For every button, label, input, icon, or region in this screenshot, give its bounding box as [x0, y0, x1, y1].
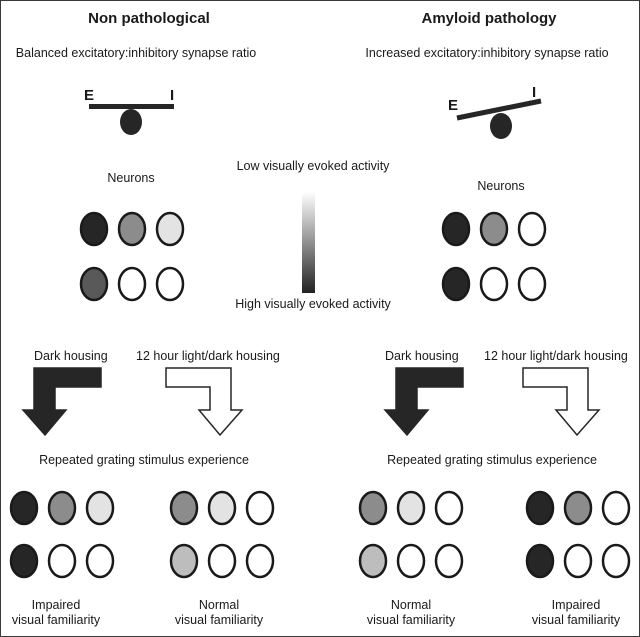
- left-neuron: [79, 266, 109, 302]
- right-dark-housing-label: Dark housing: [385, 349, 459, 363]
- left-outcome-b-neuron: [169, 490, 199, 526]
- left-outcome-b-line1: Normal: [198, 598, 240, 612]
- right-outcome-b-line1: Impaired: [551, 598, 601, 612]
- left-neurons-label: Neurons: [107, 171, 155, 185]
- left-neuron: [117, 266, 147, 302]
- left-panel-title: Non pathological: [88, 10, 210, 27]
- right-outcome-a-grid: [358, 490, 464, 579]
- left-dark-housing-label: Dark housing: [34, 349, 108, 363]
- right-outcome-a-line1: Normal: [390, 598, 432, 612]
- right-outcome-b-neuron: [525, 543, 555, 579]
- left-outcome-a-neuron: [47, 490, 77, 526]
- left-light-housing-label: 12 hour light/dark housing: [136, 349, 280, 363]
- left-outcome-b-neuron: [245, 490, 275, 526]
- right-outcome-b-neuron: [525, 490, 555, 526]
- right-outcome-a-neuron: [434, 490, 464, 526]
- right-panel-subtitle: Increased excitatory:inhibitory synapse …: [365, 46, 609, 60]
- right-outcome-a-neuron: [396, 543, 426, 579]
- left-outcome-b-neuron: [207, 490, 237, 526]
- left-outcome-a-grid: [9, 490, 115, 579]
- right-balance-e-label: E: [448, 97, 459, 114]
- left-balance-i-label: I: [170, 87, 175, 104]
- left-outcome-a-line2: visual familiarity: [11, 613, 101, 627]
- right-neuron: [517, 266, 547, 302]
- right-outcome-b-neuron: [563, 490, 593, 526]
- left-neuron: [117, 211, 147, 247]
- left-light-housing-arrow: [165, 367, 244, 437]
- left-stimulus-label: Repeated grating stimulus experience: [39, 453, 249, 467]
- legend-bottom-label: High visually evoked activity: [235, 297, 391, 311]
- left-neuron: [155, 266, 185, 302]
- left-outcome-a-neuron: [47, 543, 77, 579]
- left-outcome-b-neuron: [169, 543, 199, 579]
- right-panel-title: Amyloid pathology: [421, 10, 557, 27]
- right-outcome-b-neuron: [601, 543, 631, 579]
- right-balance-beam: [456, 98, 542, 121]
- right-balance-fulcrum: [490, 113, 512, 139]
- right-outcome-a-neuron: [396, 490, 426, 526]
- left-outcome-a-neuron: [9, 490, 39, 526]
- right-stimulus-label: Repeated grating stimulus experience: [387, 453, 597, 467]
- right-dark-housing-arrow: [383, 367, 464, 437]
- left-outcome-b-neuron: [245, 543, 275, 579]
- right-light-housing-label: 12 hour light/dark housing: [484, 349, 628, 363]
- right-neurons-label: Neurons: [477, 179, 525, 193]
- right-outcome-a-neuron: [358, 490, 388, 526]
- activity-gradient-bar: [302, 192, 315, 293]
- right-outcome-b-grid: [525, 490, 631, 579]
- left-outcome-b-grid: [169, 490, 275, 579]
- legend-top-label: Low visually evoked activity: [236, 159, 390, 173]
- left-outcome-a-line1: Impaired: [31, 598, 81, 612]
- left-outcome-b-line2: visual familiarity: [174, 613, 264, 627]
- right-outcome-a-neuron: [434, 543, 464, 579]
- left-balance-fulcrum: [120, 109, 142, 135]
- left-outcome-a-neuron: [85, 490, 115, 526]
- right-outcome-a-line2: visual familiarity: [366, 613, 456, 627]
- right-neuron: [517, 211, 547, 247]
- left-outcome-a-neuron: [85, 543, 115, 579]
- right-balance-i-label: I: [532, 84, 537, 101]
- right-neuron: [479, 211, 509, 247]
- right-light-housing-arrow: [522, 367, 601, 437]
- left-balance-e-label: E: [84, 87, 95, 104]
- right-outcome-a-neuron: [358, 543, 388, 579]
- right-neuron: [441, 211, 471, 247]
- left-balance-beam: [89, 104, 174, 109]
- right-neuron: [479, 266, 509, 302]
- left-neuron: [155, 211, 185, 247]
- right-outcome-b-line2: visual familiarity: [531, 613, 621, 627]
- right-outcome-b-neuron: [601, 490, 631, 526]
- right-outcome-b-neuron: [563, 543, 593, 579]
- left-neuron: [79, 211, 109, 247]
- left-dark-housing-arrow: [21, 367, 102, 437]
- left-panel-subtitle: Balanced excitatory:inhibitory synapse r…: [15, 46, 257, 60]
- left-outcome-a-neuron: [9, 543, 39, 579]
- right-neuron: [441, 266, 471, 302]
- left-neuron-grid: [79, 211, 185, 302]
- left-outcome-b-neuron: [207, 543, 237, 579]
- right-neuron-grid: [441, 211, 547, 302]
